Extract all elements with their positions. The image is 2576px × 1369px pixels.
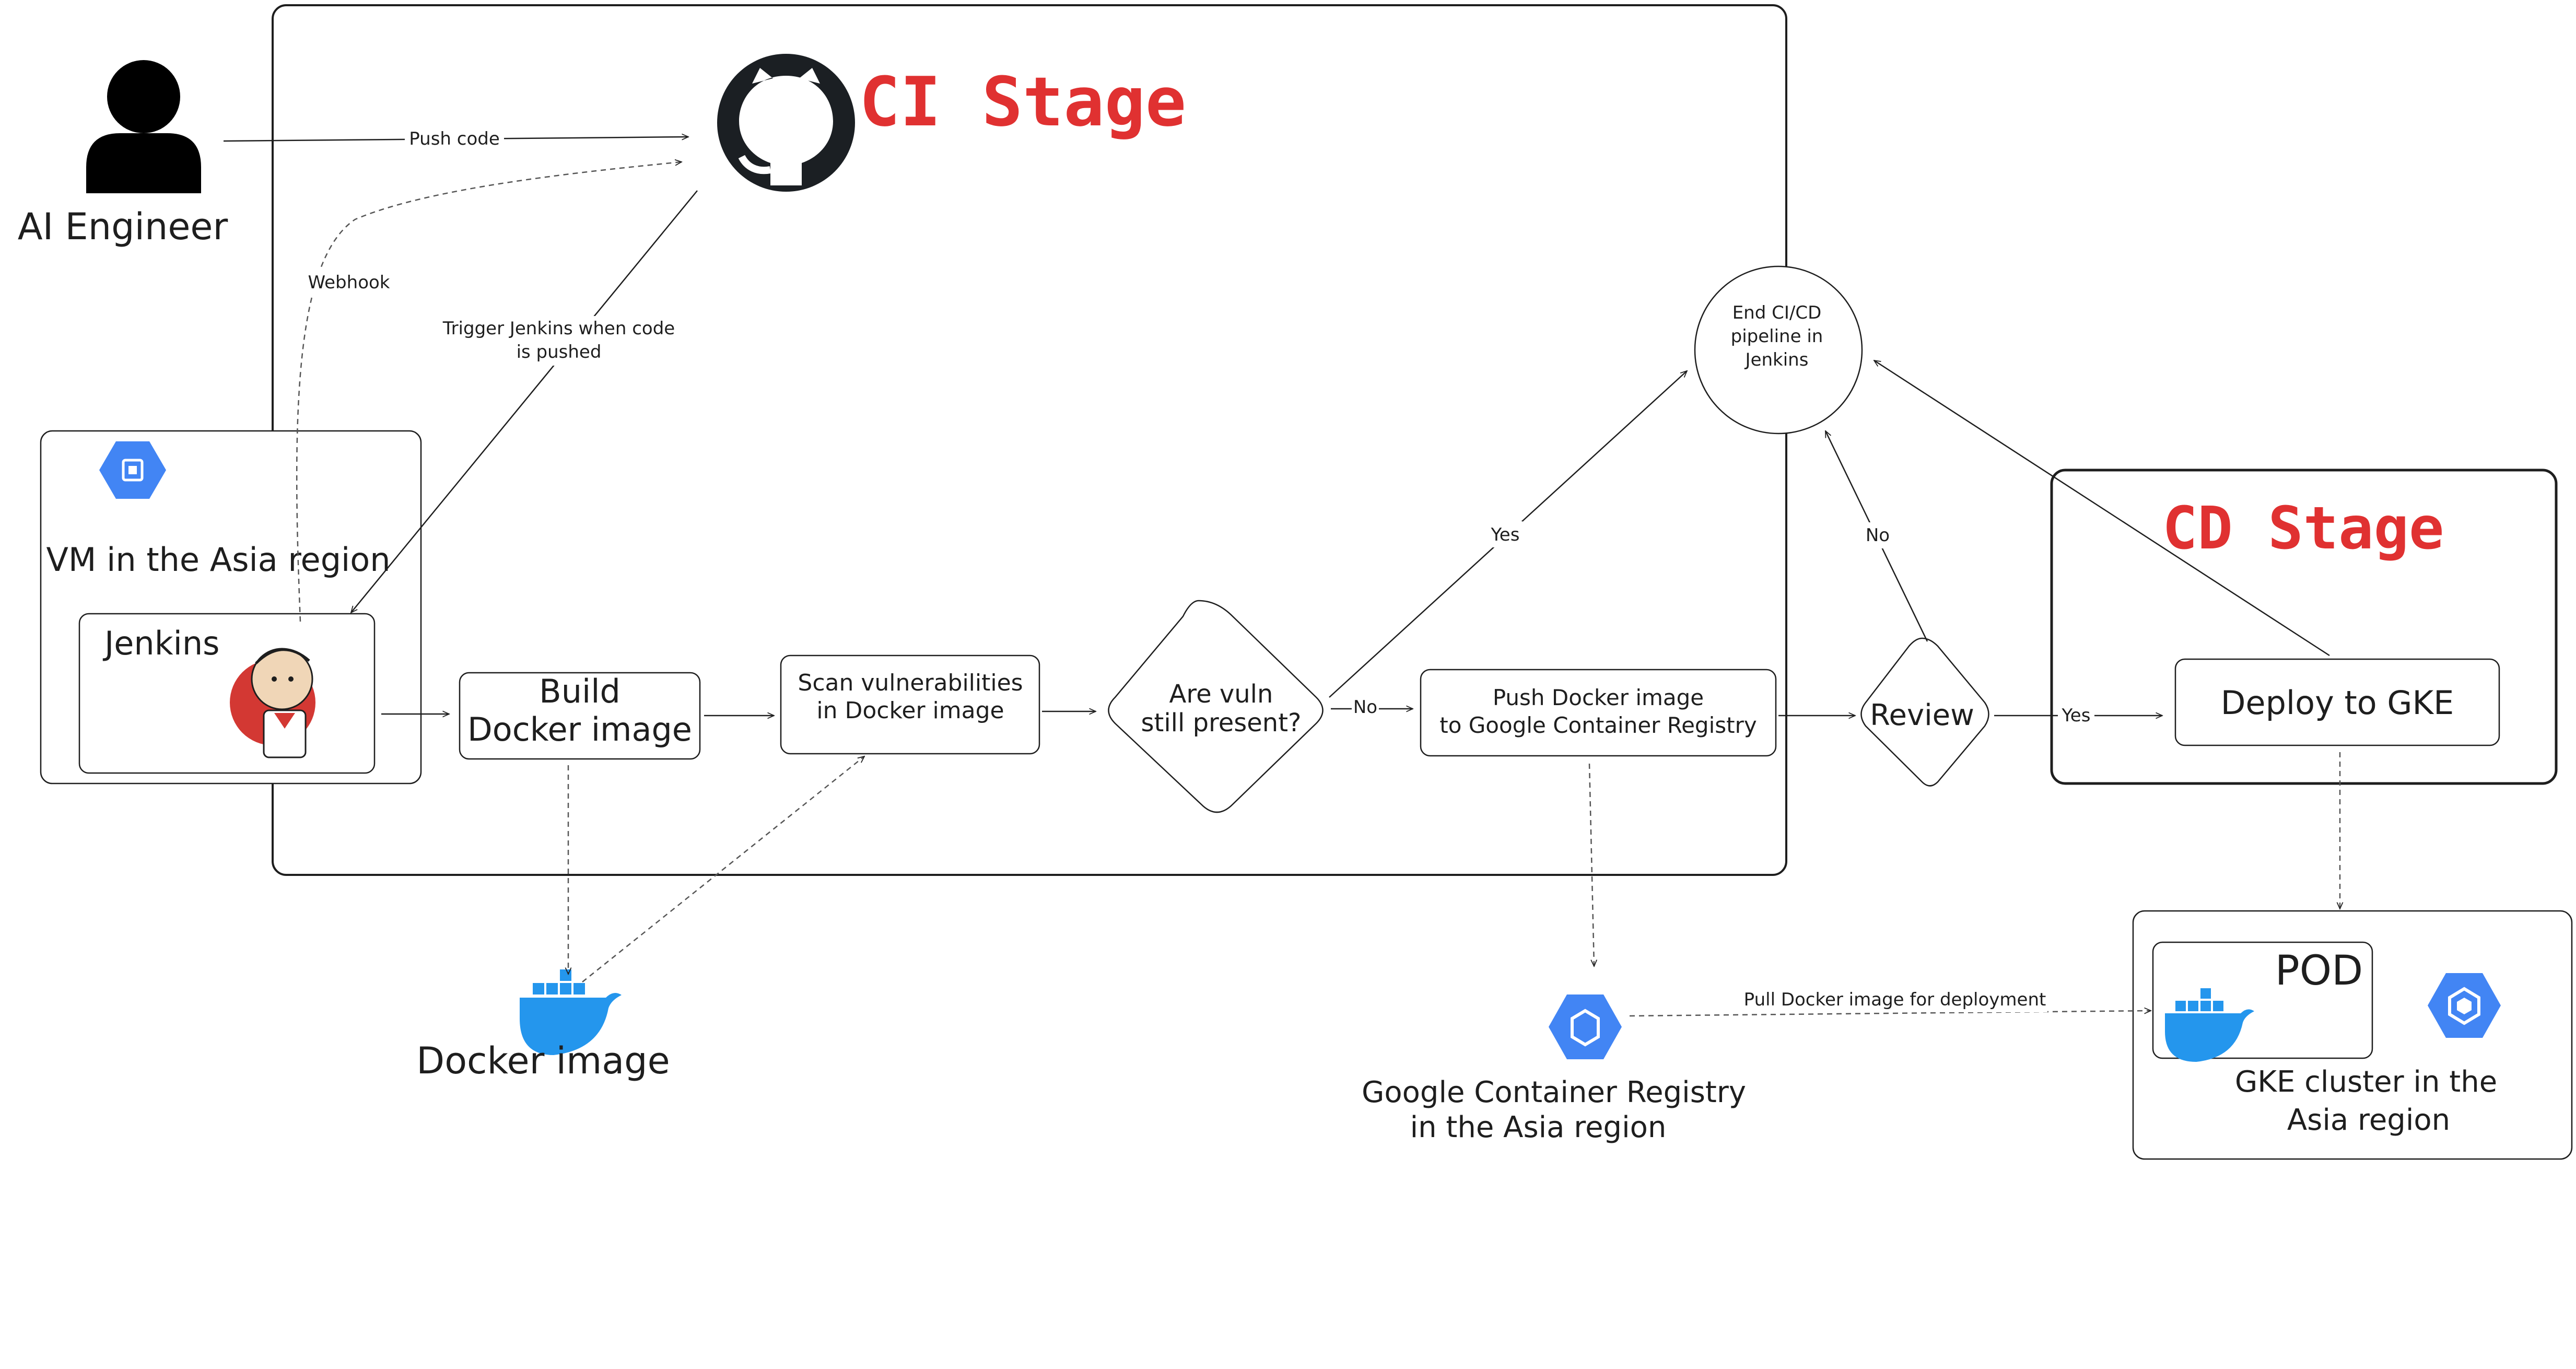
end-label-2: pipeline in	[1731, 326, 1823, 347]
gcr-label-2: in the Asia region	[1410, 1110, 1667, 1144]
end-label-3: Jenkins	[1744, 349, 1809, 370]
end-pipeline-node	[1694, 265, 1863, 435]
vuln-decision-node	[1108, 600, 1324, 813]
deploy-label: Deploy to GKE	[2221, 684, 2454, 722]
edge-label-trigger-1: Trigger Jenkins when code	[442, 318, 675, 339]
scan-label-2: in Docker image	[816, 697, 1004, 724]
review-label: Review	[1870, 698, 1974, 732]
scan-node	[780, 654, 1040, 755]
push-label-1: Push Docker image	[1493, 685, 1704, 710]
edge-label-yes-deploy: Yes	[2062, 705, 2091, 726]
edge-label-pull-image: Pull Docker image for deployment	[1744, 989, 2046, 1010]
actor-label: AI Engineer	[18, 205, 228, 248]
docker-icon	[520, 969, 622, 1055]
gke-label-2: Asia region	[2287, 1103, 2450, 1137]
edge-docker-scan	[582, 756, 864, 982]
build-label-2: Docker image	[467, 710, 692, 748]
edge-label-no-end: No	[1866, 525, 1890, 546]
deploy-node	[2174, 658, 2500, 746]
jenkins-icon	[230, 648, 315, 758]
push-node	[1420, 669, 1777, 757]
decision-label-2: still present?	[1141, 708, 1301, 738]
cd-stage-title: CD Stage	[2162, 495, 2444, 563]
edge-deploy-end	[1874, 360, 2330, 657]
edge-label-webhook: Webhook	[308, 272, 390, 293]
ci-stage-title: CI Stage	[859, 62, 1186, 142]
gke-icon	[2428, 973, 2501, 1038]
github-icon	[717, 54, 855, 192]
vm-label: VM in the Asia region	[46, 541, 390, 579]
edge-label-trigger-2: is pushed	[517, 342, 602, 362]
build-node	[459, 672, 701, 760]
edge-label-push-code: Push code	[409, 128, 500, 149]
user-icon	[86, 60, 201, 193]
scan-label-1: Scan vulnerabilities	[798, 670, 1023, 696]
gke-label-1: GKE cluster in the	[2235, 1065, 2497, 1099]
edge-label-yes-end: Yes	[1491, 524, 1520, 545]
edge-label-no-push: No	[1353, 697, 1377, 718]
decision-label-1: Are vuln	[1169, 680, 1273, 709]
docker-icon	[2165, 988, 2254, 1062]
pod-label: POD	[2275, 947, 2363, 994]
compute-engine-icon	[99, 441, 166, 499]
review-node	[1860, 637, 1989, 787]
gcr-label-1: Google Container Registry	[1362, 1075, 1746, 1109]
docker-image-label: Docker image	[416, 1039, 670, 1082]
container-registry-icon	[1549, 994, 1622, 1059]
build-label-1: Build	[539, 672, 620, 710]
jenkins-label: Jenkins	[102, 624, 219, 662]
push-label-2: to Google Container Registry	[1439, 712, 1757, 738]
edge-gcr-pod	[1629, 1011, 2151, 1017]
end-label-1: End CI/CD	[1732, 302, 1822, 323]
edge-trigger-jenkins	[351, 190, 698, 613]
